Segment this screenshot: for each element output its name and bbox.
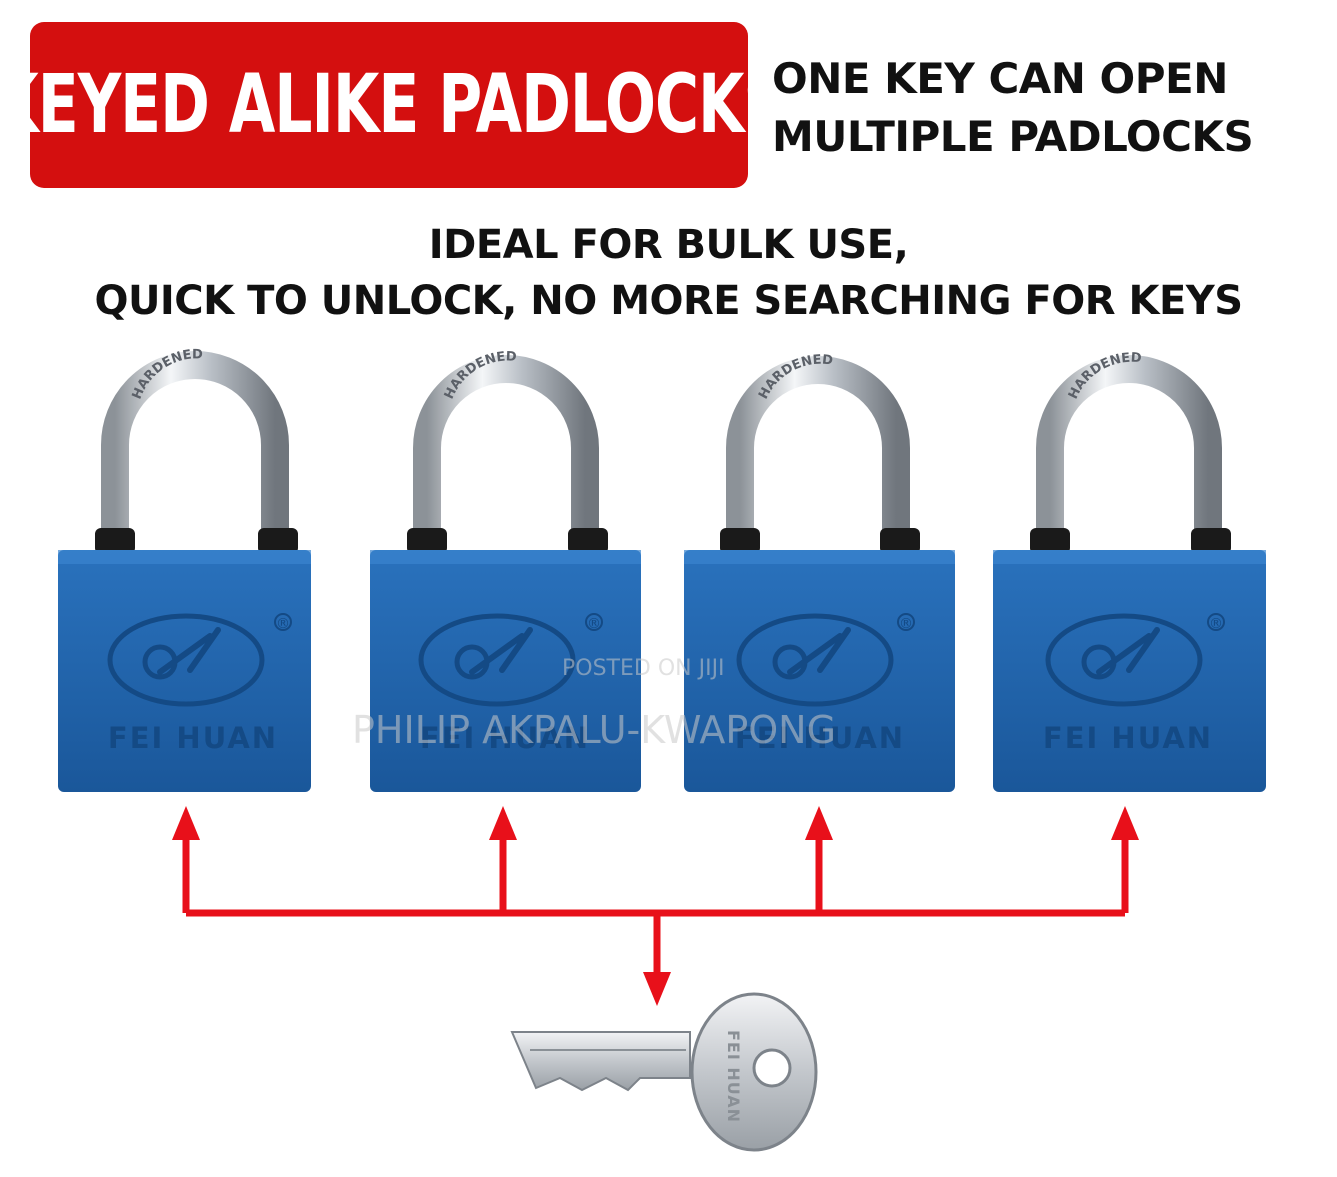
arrowhead-up-4 [1111, 806, 1139, 840]
key: FEI HUAN [510, 992, 818, 1152]
key-brand: FEI HUAN [724, 1030, 743, 1123]
padlock-2-trademark: ® [587, 616, 601, 632]
padlock-1-trademark: ® [276, 616, 290, 632]
padlock-4-trademark: ® [1209, 616, 1223, 632]
watermark-line-2: PHILIP AKPALU-KWAPONG [352, 708, 837, 752]
padlock-4-brand: FEI HUAN [1043, 721, 1213, 755]
arrowhead-up-2 [489, 806, 517, 840]
padlock-2-brand: FEI HUAN [420, 721, 590, 755]
arrowhead-down-key [643, 972, 671, 1006]
banner-title: KEYED ALIKE PADLOCKS [0, 57, 787, 153]
title-banner: KEYED ALIKE PADLOCKS [0, 22, 787, 188]
tagline: ONE KEY CAN OPEN MULTIPLE PADLOCKS [772, 50, 1292, 166]
tagline-line-1: ONE KEY CAN OPEN [772, 54, 1228, 103]
padlock-1: HARDENED FEI HUAN ® [58, 347, 311, 792]
padlock-3: HARDENED FEI HUAN ® [684, 353, 955, 792]
connector-arrows [172, 806, 1139, 1006]
padlock-1-brand: FEI HUAN [108, 721, 278, 755]
padlock-3-brand: FEI HUAN [735, 721, 905, 755]
benefit-line-1: IDEAL FOR BULK USE, [428, 222, 909, 268]
tagline-line-2: MULTIPLE PADLOCKS [772, 112, 1254, 161]
padlock-3-trademark: ® [899, 616, 913, 632]
arrowhead-up-3 [805, 806, 833, 840]
padlock-4: HARDENED FEI HUAN ® [993, 351, 1266, 792]
benefit-line-2: QUICK TO UNLOCK, NO MORE SEARCHING FOR K… [94, 278, 1243, 324]
arrowhead-up-1 [172, 806, 200, 840]
watermark-line-1: POSTED ON JIJI [562, 656, 725, 681]
